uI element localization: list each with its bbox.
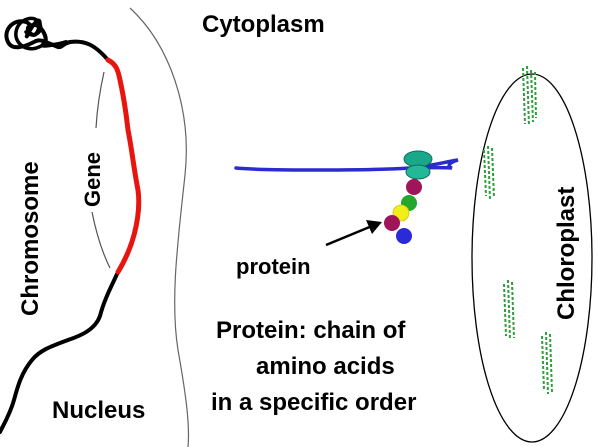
gene-bracket-top [95, 71, 105, 129]
thylakoid-icon [483, 145, 495, 201]
thylakoid-stacks [483, 65, 553, 395]
nucleus-label: Nucleus [52, 397, 145, 424]
chloroplast-label: Chloroplast [553, 187, 580, 320]
caption-line-1: Protein: chain of [216, 317, 406, 344]
arrow-icon [325, 220, 382, 247]
amino-acid-bead-icon [384, 215, 400, 231]
nuclear-envelope [129, 7, 190, 447]
gene-label: Gene [80, 152, 105, 207]
amino-acid-chain [384, 179, 422, 244]
gene-bracket-bottom [91, 211, 111, 269]
amino-acid-bead-icon [406, 179, 422, 195]
caption-line-3: in a specific order [211, 389, 416, 416]
thylakoid-icon [541, 331, 553, 395]
chromosome-coil [14, 16, 46, 51]
cytoplasm-label: Cytoplasm [202, 11, 325, 38]
chromosome-strand-top [4, 18, 110, 62]
caption-line-2: amino acids [256, 353, 395, 380]
amino-acid-bead-icon [396, 228, 412, 244]
thylakoid-icon [503, 279, 515, 341]
chromosome-strand-bottom [0, 270, 120, 434]
thylakoid-icon [522, 65, 537, 127]
chromosome-label: Chromosome [17, 161, 44, 316]
chloroplast-outline [471, 73, 593, 443]
gene-segment [105, 57, 142, 275]
protein-label: protein [236, 254, 311, 279]
ribosome-icon [403, 150, 433, 180]
